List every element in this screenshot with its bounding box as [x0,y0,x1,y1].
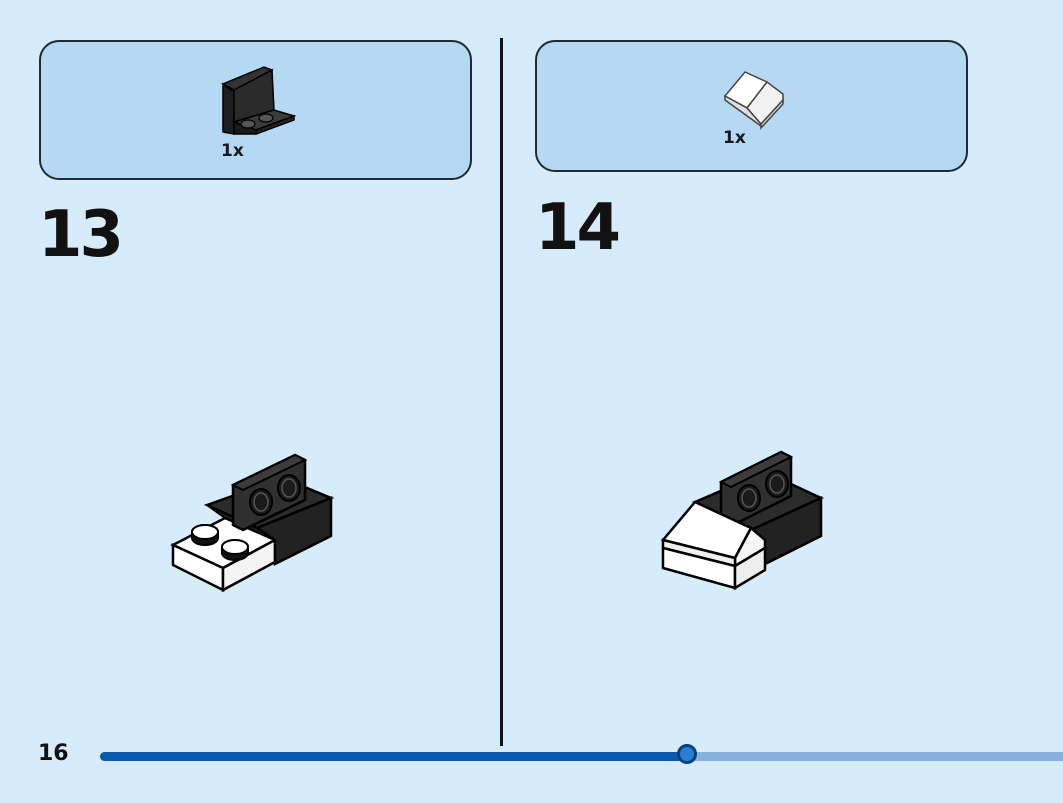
step-14-model-illustration [660,450,824,591]
progress-marker [677,744,697,764]
part-quantity: 1x [723,128,746,148]
step-divider [500,38,503,746]
parts-callout-step-13: 1x [39,40,472,180]
progress-bar [100,744,1063,764]
black-bracket-part-icon [221,66,297,136]
white-slope-part-icon [723,71,784,130]
progress-bar-fill [100,752,687,761]
part-quantity: 1x [221,141,244,161]
step-13-model-illustration [170,453,335,593]
step-number: 13 [38,198,124,272]
parts-callout-step-14: 1x [535,40,968,172]
page-number: 16 [38,741,69,766]
step-number: 14 [535,191,621,265]
